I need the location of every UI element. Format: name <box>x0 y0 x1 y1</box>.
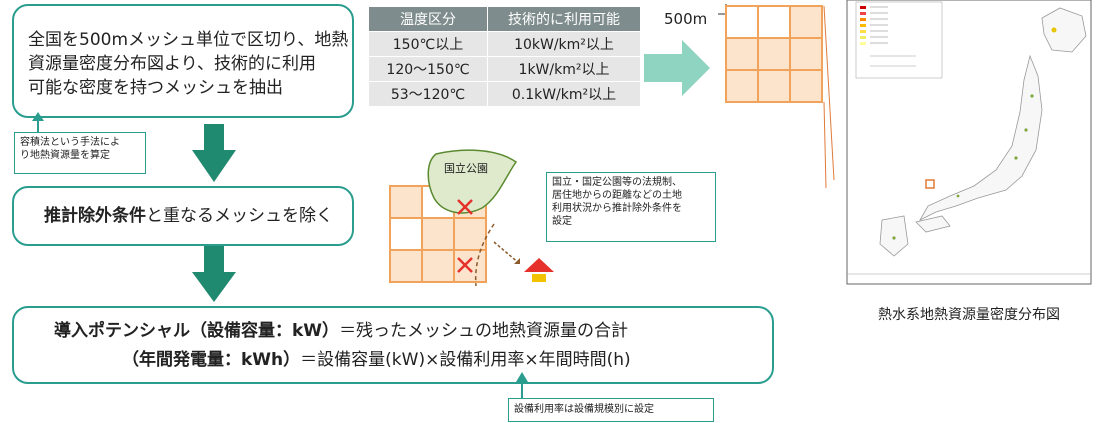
step2-bold: 推計除外条件 <box>44 206 146 226</box>
note1-line2: り地熱資源量を算定 <box>20 150 110 161</box>
table-header-cell: 温度区分 <box>368 6 488 32</box>
temperature-table: 温度区分 技術的に利用可能 150℃以上 10kW/km²以上 120～150℃… <box>368 6 641 107</box>
step1-line2: 資源量密度分布図より、技術的に利用 <box>28 54 316 74</box>
table-header-row: 温度区分 技術的に利用可能 <box>368 6 641 32</box>
note1-line1: 容積法という手法によ <box>20 137 120 148</box>
note-volume-method: 容積法という手法によ り地熱資源量を算定 <box>14 132 146 174</box>
table-cell: 120～150℃ <box>368 56 488 82</box>
map-legend-swatches <box>860 6 916 67</box>
note-exclusion-conditions: 国立・国定公園等の法規制、 居住地からの距離などの土地 利用状況から推計除外条件… <box>546 172 716 242</box>
step1-text: 全国を500mメッシュ単位で区切り、地熱 資源量密度分布図より、技術的に利用 可… <box>28 28 348 100</box>
down-arrow-icon <box>192 124 236 182</box>
step1-line3: 可能な密度を持つメッシュを抽出 <box>28 78 283 98</box>
step2-box: 推計除外条件と重なるメッシュを除く <box>12 186 354 246</box>
grid-size-label: 500m <box>664 10 708 28</box>
close-icon <box>457 199 473 215</box>
table-cell: 10kW/km²以上 <box>487 31 641 57</box>
step3-line1-rest: ＝残ったメッシュの地熱資源量の合計 <box>339 321 629 341</box>
table-row: 53～120℃ 0.1kW/km²以上 <box>368 81 641 107</box>
step1-line1: 全国を500mメッシュ単位で区切り、地熱 <box>28 30 349 50</box>
table-header-cell: 技術的に利用可能 <box>487 6 641 32</box>
note2-line1: 国立・国定公園等の法規制、 <box>552 177 682 188</box>
close-icon <box>457 257 473 273</box>
table-row: 150℃以上 10kW/km²以上 <box>368 31 641 57</box>
step2-rest: と重なるメッシュを除く <box>146 206 333 226</box>
exclusion-diagram <box>389 149 521 286</box>
step3-line2-bold: （年間発電量：kWh） <box>122 350 301 370</box>
step3-box: 導入ポテンシャル（設備容量：kW）＝残ったメッシュの地熱資源量の合計 （年間発電… <box>12 306 774 384</box>
right-arrow-icon <box>644 40 710 96</box>
step1-box: 全国を500mメッシュ単位で区切り、地熱 資源量密度分布図より、技術的に利用 可… <box>12 4 354 118</box>
park-label: 国立公園 <box>444 162 488 175</box>
map-caption: 熱水系地熱資源量密度分布図 <box>878 307 1060 323</box>
table-cell: 53～120℃ <box>368 81 488 107</box>
house-icon <box>524 258 554 282</box>
note2-line4: 設定 <box>552 216 572 227</box>
pointer-arrow-icon <box>516 372 528 400</box>
table-cell: 150℃以上 <box>368 31 488 57</box>
note3-text: 設備利用率は設備規模別に設定 <box>514 404 654 415</box>
note2-line3: 利用状況から推計除外条件を <box>552 203 682 214</box>
down-arrow-icon <box>192 246 236 302</box>
step2-text: 推計除外条件と重なるメッシュを除く <box>44 204 333 228</box>
note-utilization-rate: 設備利用率は設備規模別に設定 <box>508 398 714 422</box>
step3-line1: 導入ポテンシャル（設備容量：kW）＝残ったメッシュの地熱資源量の合計 <box>54 319 628 343</box>
japan-map <box>846 0 1092 285</box>
step3-line2-rest: ＝設備容量(kW)×設備利用率×年間時間(h) <box>300 350 631 370</box>
note2-line2: 居住地からの距離などの土地 <box>552 190 682 201</box>
table-row: 120～150℃ 1kW/km²以上 <box>368 56 641 82</box>
table-cell: 0.1kW/km²以上 <box>487 81 641 107</box>
zoom-lines <box>823 5 835 189</box>
pointer-arrow-icon <box>32 112 44 133</box>
table-cell: 1kW/km²以上 <box>487 56 641 82</box>
mesh-grid-diagram <box>718 4 823 103</box>
step3-line2: （年間発電量：kWh）＝設備容量(kW)×設備利用率×年間時間(h) <box>122 348 631 372</box>
step3-line1-bold: 導入ポテンシャル（設備容量：kW） <box>54 321 340 341</box>
